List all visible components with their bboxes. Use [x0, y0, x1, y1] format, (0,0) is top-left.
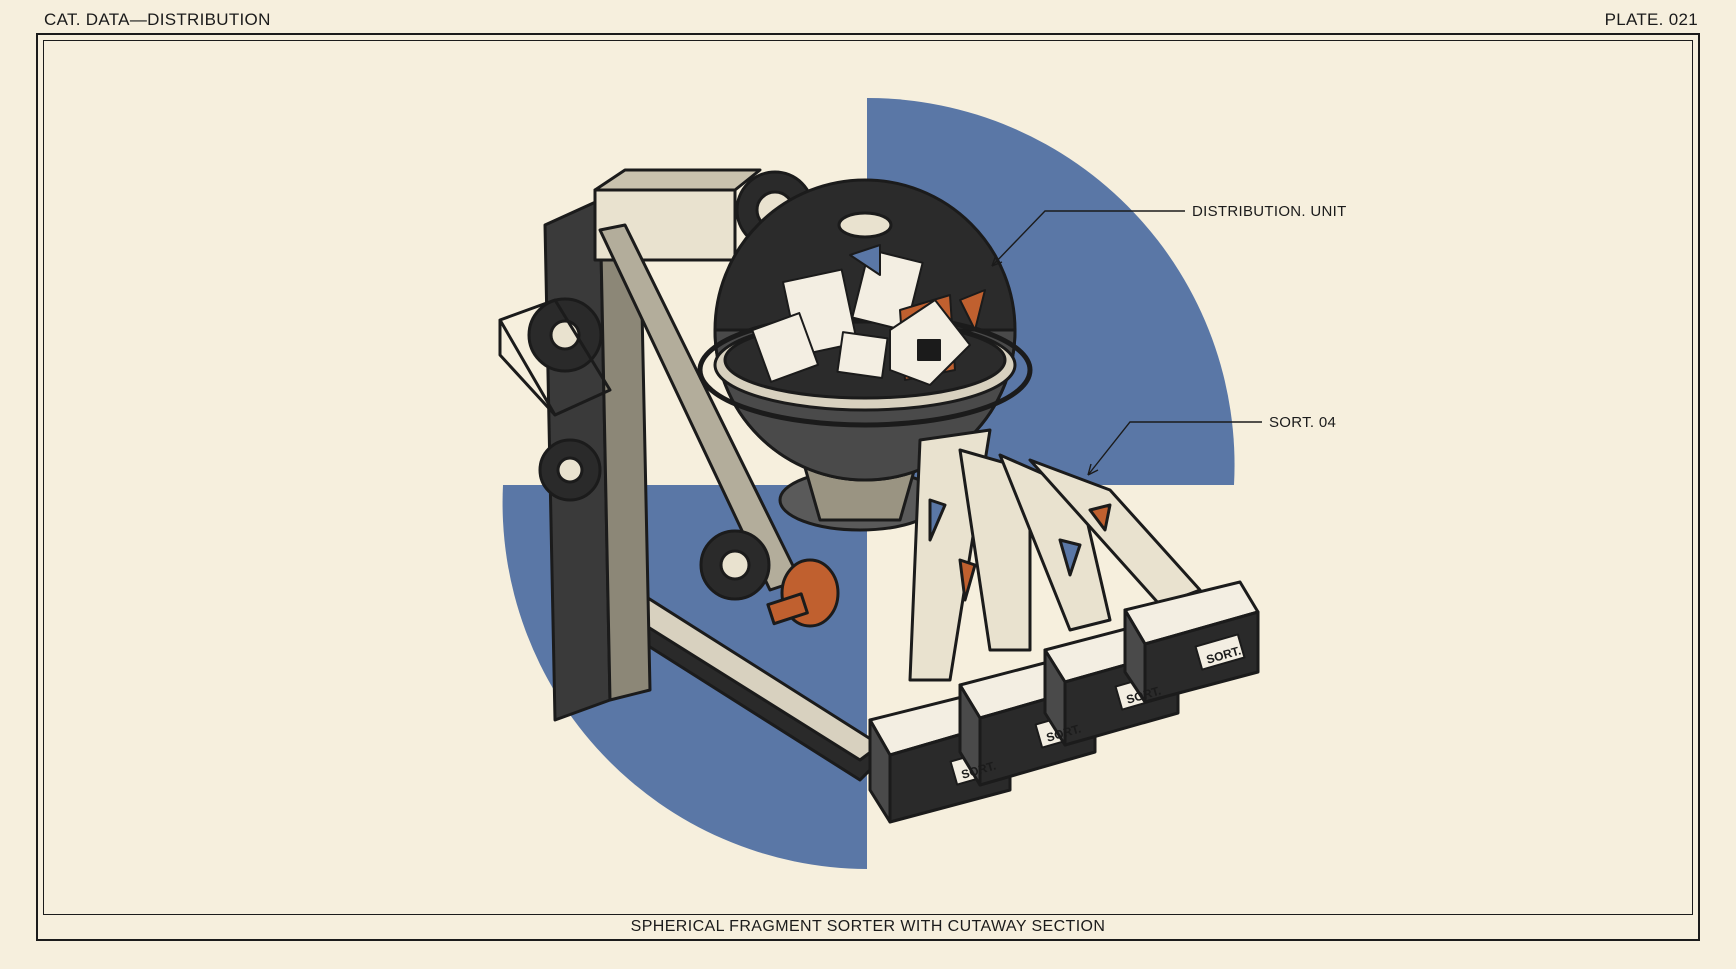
sorting-chutes: [908, 428, 1202, 682]
leader-distribution-unit: [991, 210, 1185, 267]
sphere-cap: [837, 211, 893, 239]
callout-leaders: [991, 210, 1262, 476]
callout-sort: SORT. 04: [1269, 414, 1337, 431]
plate-inner-border: [43, 40, 1693, 915]
catalog-label: CAT. DATA—DISTRIBUTION: [44, 10, 271, 29]
sorter-machine: [498, 168, 1260, 824]
paper-fragments: [751, 244, 986, 386]
gallery-rail: [498, 298, 612, 417]
sort-bins: [868, 580, 1260, 824]
sort-bin-4: [1123, 580, 1260, 704]
plate-caption: SPHERICAL FRAGMENT SORTER WITH CUTAWAY S…: [630, 918, 1106, 935]
arrow-distribution-unit: [991, 254, 1003, 267]
plate-outer-border: [36, 33, 1700, 941]
leader-sort: [1087, 421, 1262, 476]
callout-distribution-unit: DISTRIBUTION. UNIT: [1192, 203, 1347, 220]
arrow-sort: [1087, 463, 1099, 476]
plate-number: PLATE. 021: [1604, 10, 1698, 29]
